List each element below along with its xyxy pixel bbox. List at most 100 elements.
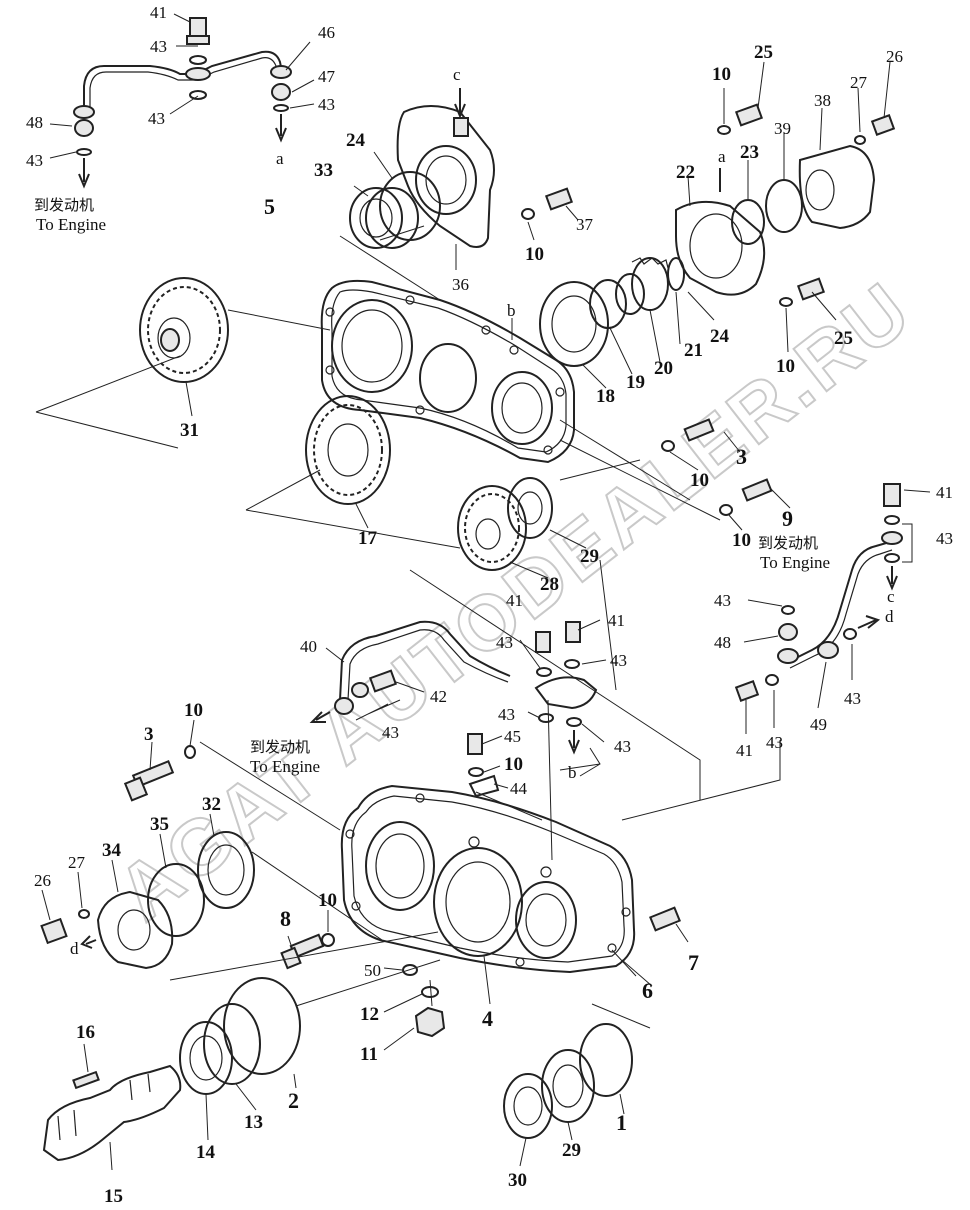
bolt-25-top (734, 103, 764, 127)
label-12: 12 (360, 1004, 379, 1025)
label-16: 16 (76, 1022, 95, 1043)
letter-b-mid: b (568, 763, 577, 782)
gear-31 (139, 277, 229, 383)
letter-c-right: c (887, 587, 895, 606)
gear-28-29 (457, 477, 553, 571)
label-14: 14 (196, 1142, 216, 1163)
label-50: 50 (364, 961, 381, 980)
bearing-29-bottom (541, 1049, 595, 1123)
label-6: 6 (642, 978, 653, 1003)
label-41-c: 41 (736, 741, 753, 760)
label-40: 40 (300, 637, 317, 656)
to-engine-cn-top: 到发动机 (34, 196, 94, 214)
label-7: 7 (688, 950, 699, 975)
label-5: 5 (264, 194, 275, 219)
bearing-housing-36 (396, 88, 495, 248)
to-engine-cn-right: 到发动机 (758, 534, 818, 552)
gear-20 (631, 257, 669, 311)
letter-d-left: d (70, 939, 79, 958)
label-25-b: 25 (834, 328, 853, 349)
label-10-c: 10 (776, 356, 795, 377)
washer-43-top-b (189, 90, 207, 100)
label-27-a: 27 (850, 73, 868, 92)
label-10-d: 10 (690, 470, 709, 491)
label-41-a: 41 (150, 3, 167, 22)
gear-17 (305, 395, 391, 505)
nut-46 (270, 65, 292, 79)
label-20: 20 (654, 358, 673, 379)
bolt-26-left (40, 917, 68, 945)
label-30: 30 (508, 1170, 527, 1191)
oil-pipe-assembly-right (734, 483, 903, 702)
label-10-a: 10 (525, 244, 544, 265)
bolt-41-mid-a (535, 631, 551, 653)
bearing-18 (539, 281, 609, 367)
label-45: 45 (504, 727, 521, 746)
to-engine-en-mid: To Engine (250, 757, 320, 776)
shaft-15 (42, 1064, 182, 1162)
to-engine-en-right: To Engine (760, 553, 830, 572)
label-25-a: 25 (754, 42, 773, 63)
housing-22 (675, 200, 766, 296)
label-24-b: 24 (710, 326, 730, 347)
label-15: 15 (104, 1186, 123, 1207)
label-43-b: 43 (148, 109, 165, 128)
label-10-b: 10 (712, 64, 731, 85)
label-10-g: 10 (184, 700, 203, 721)
bolt-41-mid-b (565, 621, 581, 643)
to-engine-en-top: To Engine (36, 215, 106, 234)
fitting-48-right (778, 623, 798, 641)
label-29-b: 29 (562, 1140, 581, 1161)
ring-1 (579, 1023, 633, 1097)
bottom-bearing-group (503, 1023, 633, 1139)
bolt-41-lower (734, 680, 760, 702)
label-11: 11 (360, 1044, 378, 1065)
label-1: 1 (616, 1110, 627, 1135)
label-48-a: 48 (26, 113, 43, 132)
label-36: 36 (452, 275, 469, 294)
cap-38 (798, 144, 876, 230)
label-17: 17 (358, 528, 378, 549)
label-33: 33 (314, 160, 333, 181)
ring-2 (223, 977, 301, 1075)
bolt-3-lower (123, 745, 196, 802)
leader-lines (35, 225, 913, 1029)
label-43-m: 43 (382, 723, 399, 742)
gasket-39 (765, 179, 803, 233)
label-34: 34 (102, 840, 122, 861)
ring-21 (667, 257, 685, 291)
letter-a-top-left: a (276, 149, 284, 168)
label-43-c: 43 (318, 95, 335, 114)
label-10-h: 10 (318, 890, 337, 911)
letter-a-right: a (718, 147, 726, 166)
label-8: 8 (280, 906, 291, 931)
label-23: 23 (740, 142, 759, 163)
label-3-b: 3 (144, 724, 154, 745)
bolt-9 (719, 478, 773, 516)
label-29-a: 29 (580, 546, 599, 567)
label-35: 35 (150, 814, 169, 835)
label-4: 4 (482, 1006, 493, 1031)
label-41-e: 41 (608, 611, 625, 630)
label-46: 46 (318, 23, 335, 42)
label-21: 21 (684, 340, 703, 361)
label-38: 38 (814, 91, 831, 110)
bearing-32 (197, 831, 255, 909)
to-engine-cn-mid: 到发动机 (250, 738, 310, 756)
pin-7 (649, 906, 681, 932)
bolt-41-right (883, 483, 901, 507)
label-26-a: 26 (886, 47, 903, 66)
connection-letters: a a b b c c d d (70, 65, 895, 958)
letter-b-top: b (507, 301, 516, 320)
label-28: 28 (540, 574, 559, 595)
fitting-48-top (74, 119, 94, 137)
label-49: 49 (810, 715, 827, 734)
label-3-a: 3 (736, 444, 747, 469)
oil-pipe-assembly-top-left (73, 17, 292, 189)
label-43-l: 43 (614, 737, 631, 756)
washer-43-top-a (189, 55, 207, 65)
label-42: 42 (430, 687, 447, 706)
label-43-k: 43 (498, 705, 515, 724)
label-2: 2 (288, 1088, 299, 1113)
label-10-f: 10 (504, 754, 523, 775)
